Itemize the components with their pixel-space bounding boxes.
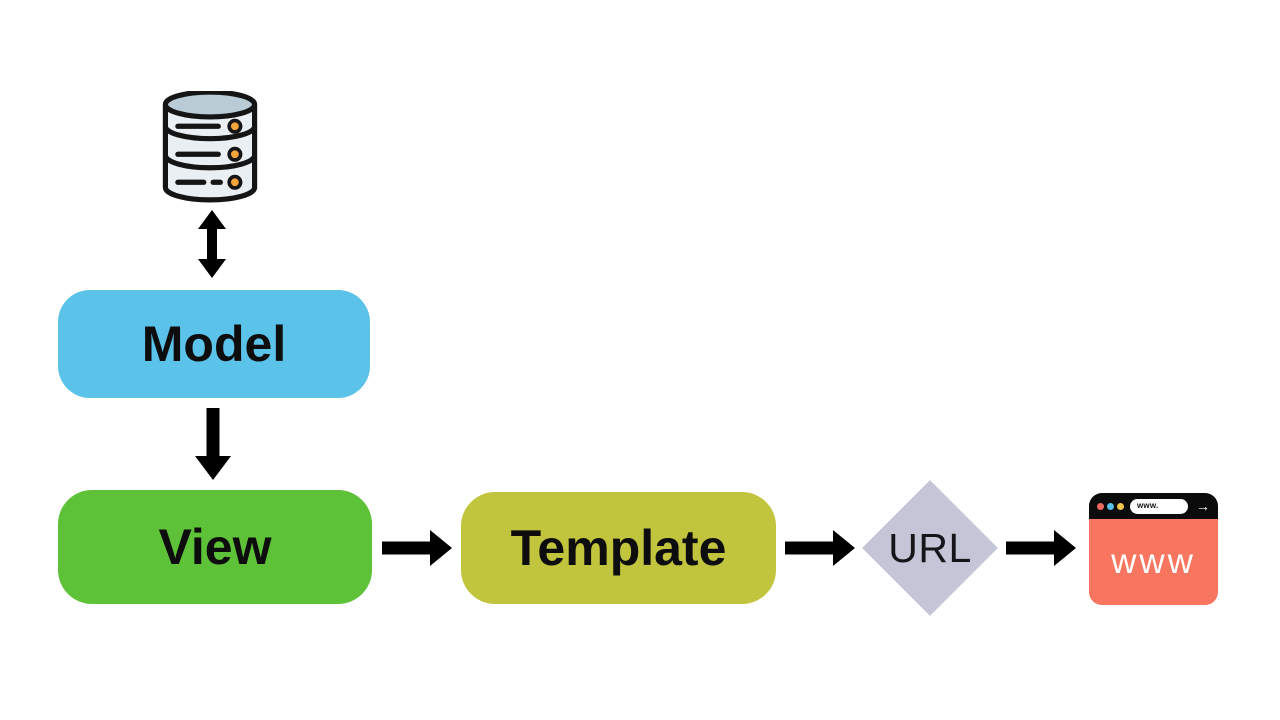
edge-arrow-url-browser <box>1006 530 1076 566</box>
go-arrow-icon: → <box>1196 498 1210 514</box>
browser-body: www <box>1089 519 1218 605</box>
node-model: Model <box>58 290 370 398</box>
edge-arrow-template-url <box>785 530 855 566</box>
node-template: Template <box>461 492 776 604</box>
browser-titlebar: www. → <box>1089 493 1218 519</box>
node-view: View <box>58 490 372 604</box>
browser-traffic-dots <box>1097 502 1124 510</box>
database-icon <box>162 91 258 203</box>
edge-arrow-model-view <box>195 408 231 480</box>
browser-window-icon: www. → www <box>1089 493 1218 605</box>
www-label: www <box>1111 542 1196 581</box>
traffic-dot-red-icon <box>1097 502 1104 510</box>
node-url: URL <box>862 480 998 616</box>
browser-address-bar: www. <box>1130 498 1188 514</box>
edge-arrow-view-template <box>382 530 452 566</box>
traffic-dot-blue-icon <box>1107 502 1114 510</box>
model-label: Model <box>141 316 287 372</box>
view-label: View <box>158 519 272 575</box>
url-label: URL <box>888 524 972 571</box>
address-text: www. <box>1137 501 1159 510</box>
template-label: Template <box>510 520 727 576</box>
edge-arrow-database-model <box>198 210 226 278</box>
traffic-dot-yellow-icon <box>1117 502 1124 510</box>
